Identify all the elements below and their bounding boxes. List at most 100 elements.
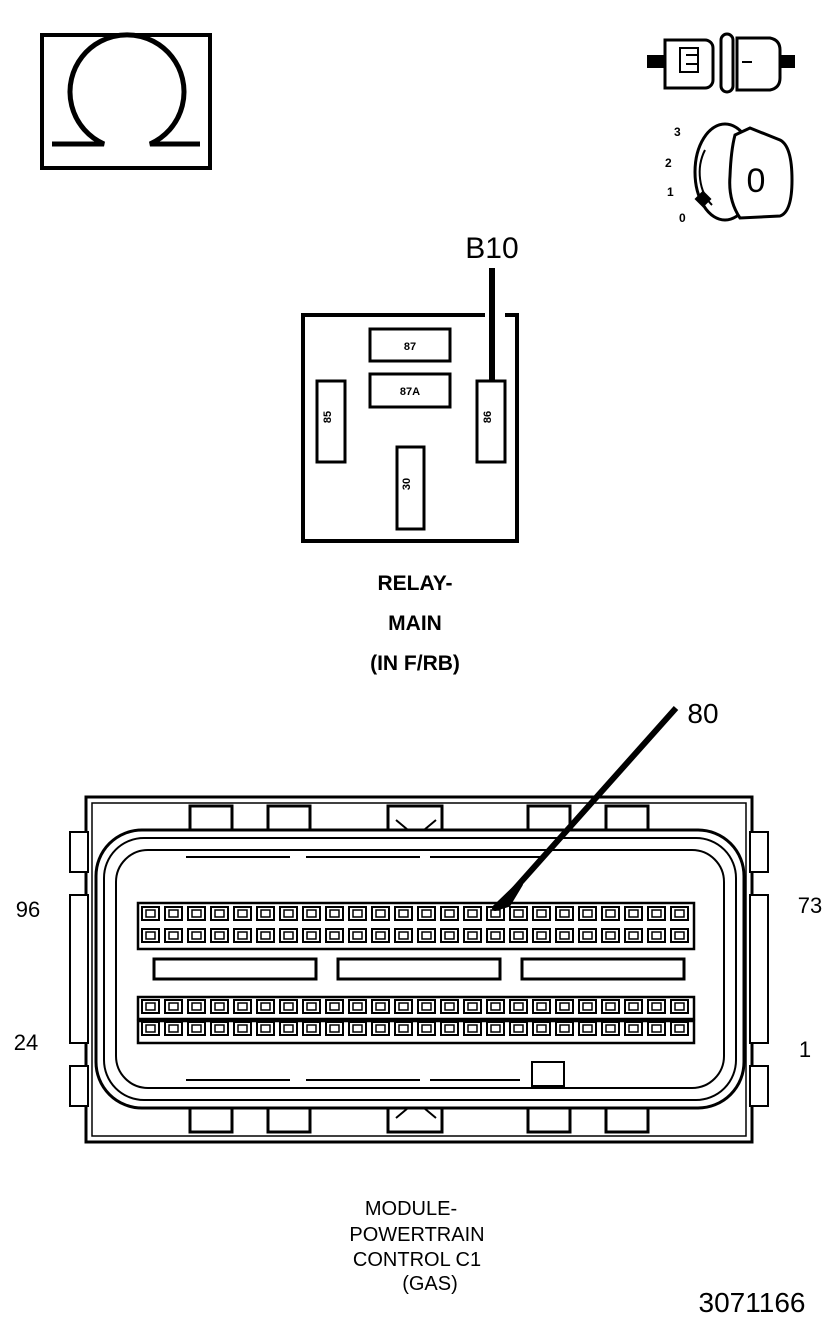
pcm-pin-grid xyxy=(141,906,689,1036)
pin-terminal xyxy=(513,1002,524,1011)
ignition-position-3: 3 xyxy=(674,125,681,139)
pin-terminal xyxy=(283,931,294,940)
pcm-caption-line2: POWERTRAIN xyxy=(349,1224,484,1246)
pin-terminal xyxy=(490,1024,501,1033)
pin-terminal xyxy=(375,1024,386,1033)
pin-terminal xyxy=(237,909,248,918)
pin-terminal xyxy=(191,931,202,940)
pin-terminal xyxy=(444,1002,455,1011)
relay-pin-87a: 87A xyxy=(400,386,420,398)
pin-terminal xyxy=(582,909,593,918)
ignition-key-label: 0 xyxy=(747,162,766,200)
pin-terminal xyxy=(559,1024,570,1033)
pin-terminal xyxy=(191,909,202,918)
relay-pin-30: 30 xyxy=(401,478,413,490)
pin-terminal xyxy=(651,1002,662,1011)
pin-terminal xyxy=(352,1024,363,1033)
pin-terminal xyxy=(536,1002,547,1011)
pin-terminal xyxy=(329,1002,340,1011)
pin-terminal xyxy=(490,909,501,918)
pcm-pin-label-24: 24 xyxy=(14,1030,38,1055)
relay-caption-line1: RELAY- xyxy=(377,572,452,595)
pin-terminal xyxy=(260,1002,271,1011)
pin-terminal xyxy=(283,1002,294,1011)
ignition-key-icon: 3 2 1 0 0 xyxy=(665,122,794,225)
pin-terminal xyxy=(421,909,432,918)
pin-terminal xyxy=(260,1024,271,1033)
pin-terminal xyxy=(398,1002,409,1011)
pin-terminal xyxy=(559,931,570,940)
pin-terminal xyxy=(214,1002,225,1011)
pin-terminal xyxy=(306,1024,317,1033)
pin-terminal xyxy=(628,1024,639,1033)
relay-pointer-label: B10 xyxy=(465,232,518,265)
relay-caption-line3: (IN F/RB) xyxy=(370,652,460,675)
figure-number: 3071166 xyxy=(699,1287,806,1318)
pin-terminal xyxy=(168,1002,179,1011)
pin-terminal xyxy=(421,1002,432,1011)
ignition-position-1: 1 xyxy=(667,185,674,199)
pin-terminal xyxy=(628,931,639,940)
pin-terminal xyxy=(536,931,547,940)
omega-icon xyxy=(40,32,212,170)
pin-terminal xyxy=(513,909,524,918)
pcm-connector: 80 xyxy=(14,698,822,1295)
pin-terminal xyxy=(651,1024,662,1033)
pin-terminal xyxy=(398,931,409,940)
pin-terminal xyxy=(559,909,570,918)
pin-terminal xyxy=(329,1024,340,1033)
pin-terminal xyxy=(329,909,340,918)
pin-terminal xyxy=(398,909,409,918)
pin-terminal xyxy=(191,1002,202,1011)
pin-terminal xyxy=(674,931,685,940)
pcm-caption-line1: MODULE- xyxy=(365,1198,457,1220)
pin-terminal xyxy=(375,909,386,918)
pin-terminal xyxy=(605,1002,616,1011)
pin-terminal xyxy=(191,1024,202,1033)
pin-terminal xyxy=(582,1024,593,1033)
pin-terminal xyxy=(674,909,685,918)
pin-terminal xyxy=(467,1024,478,1033)
pin-terminal xyxy=(628,1002,639,1011)
pin-terminal xyxy=(467,931,478,940)
pin-terminal xyxy=(467,1002,478,1011)
pin-terminal xyxy=(260,909,271,918)
pin-terminal xyxy=(421,1024,432,1033)
pin-terminal xyxy=(145,909,156,918)
pin-terminal xyxy=(214,909,225,918)
pin-terminal xyxy=(536,1024,547,1033)
pin-terminal xyxy=(352,1002,363,1011)
pin-terminal xyxy=(559,1002,570,1011)
pin-terminal xyxy=(582,1002,593,1011)
pin-terminal xyxy=(283,1024,294,1033)
pin-terminal xyxy=(536,909,547,918)
pin-terminal xyxy=(421,931,432,940)
pin-terminal xyxy=(490,1002,501,1011)
pin-terminal xyxy=(444,1024,455,1033)
pin-terminal xyxy=(260,931,271,940)
pin-terminal xyxy=(398,1024,409,1033)
pin-terminal xyxy=(306,931,317,940)
pin-terminal xyxy=(375,1002,386,1011)
pin-terminal xyxy=(168,931,179,940)
ignition-position-0: 0 xyxy=(679,211,686,225)
pcm-pin-label-73: 73 xyxy=(798,893,822,918)
relay-pin-87: 87 xyxy=(404,341,416,353)
pin-terminal xyxy=(214,931,225,940)
pin-terminal xyxy=(145,1002,156,1011)
disconnected-connector-icon xyxy=(647,32,795,94)
pin-terminal xyxy=(513,1024,524,1033)
pin-terminal xyxy=(145,1024,156,1033)
pin-terminal xyxy=(605,1024,616,1033)
pin-terminal xyxy=(237,1002,248,1011)
relay-main: B10 87 87A 85 86 30 RELAY- MAIN (IN F/RB… xyxy=(301,232,519,675)
pin-terminal xyxy=(444,931,455,940)
pcm-pointer-label: 80 xyxy=(687,698,718,729)
pin-terminal xyxy=(651,909,662,918)
pcm-pin-label-96: 96 xyxy=(16,897,40,922)
relay-caption-line2: MAIN xyxy=(388,612,442,635)
pin-terminal xyxy=(582,931,593,940)
pcm-pin-label-1: 1 xyxy=(799,1037,811,1062)
